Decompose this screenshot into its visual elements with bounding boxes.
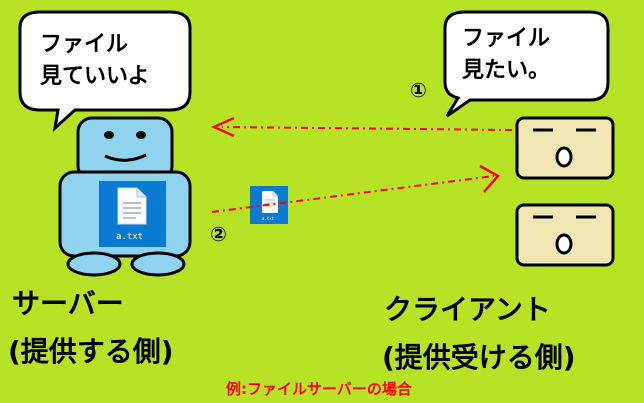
server-bubble-line1: ファイル xyxy=(40,32,129,57)
transfer-file-name: a.txt xyxy=(262,216,275,221)
robot-foot-left xyxy=(66,251,122,277)
client-speech-bubble xyxy=(443,10,610,118)
robot-foot-right xyxy=(130,251,186,277)
server-file-name: a.txt xyxy=(116,232,144,242)
robot-eye-left xyxy=(104,131,114,139)
server-robot xyxy=(58,116,192,277)
caption: 例:ファイルサーバーの場合 xyxy=(226,380,412,398)
robot-eye-right xyxy=(136,131,146,139)
client-face-top xyxy=(515,116,615,180)
server-label-line1: サーバー xyxy=(12,287,124,320)
step-2-label: ② xyxy=(210,222,227,246)
file-icon xyxy=(262,191,278,213)
server-bubble-line2: 見ていいよ xyxy=(40,64,150,89)
client-bubble-line1: ファイル xyxy=(462,26,551,51)
client-label-line2: (提供受ける側) xyxy=(382,341,576,374)
request-arrow xyxy=(210,116,513,138)
file-icon xyxy=(117,187,147,225)
robot-mouth xyxy=(104,153,147,162)
client-bubble-line2: 見たい。 xyxy=(462,58,551,83)
server-label-line2: (提供する側) xyxy=(8,335,174,368)
response-arrow xyxy=(211,164,500,213)
client-face-bottom xyxy=(515,203,615,267)
step-1-label: ① xyxy=(410,78,427,102)
server-speech-bubble xyxy=(18,10,192,132)
transfer-file xyxy=(250,186,288,224)
client-label-line1: クライアント xyxy=(384,293,551,326)
